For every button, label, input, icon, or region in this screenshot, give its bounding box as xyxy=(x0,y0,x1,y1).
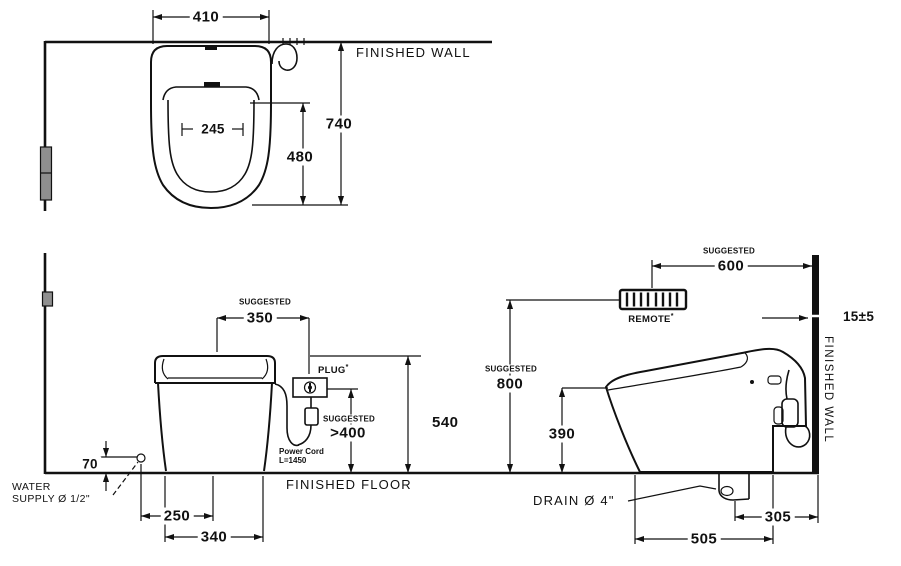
finished-wall-side-label: FINISHED WALL xyxy=(822,336,834,444)
water-supply-point xyxy=(136,453,146,463)
suggested-600-label: SUGGESTED xyxy=(699,246,759,256)
dim-245 xyxy=(181,123,244,136)
dim-label-305: 305 xyxy=(761,508,795,526)
plug-symbol xyxy=(292,377,328,398)
lid-latch-mark xyxy=(204,82,220,87)
power-cord xyxy=(274,383,319,447)
wall-hatch-marks xyxy=(282,38,305,45)
power-cord-line2: L=1450 xyxy=(279,456,307,465)
suggested-400-label: SUGGESTED xyxy=(319,414,379,424)
dim-label-540: 540 xyxy=(432,414,459,431)
power-cord-label: Power Cord L=1450 xyxy=(279,447,324,465)
drain-label: DRAIN Ø 4" xyxy=(533,493,615,508)
toilet-side-outline xyxy=(604,347,808,473)
dim-label-350: 350 xyxy=(243,309,277,327)
dim-label-400: >400 xyxy=(327,424,369,442)
dim-label-505: 505 xyxy=(687,530,721,548)
suggested-350-label: SUGGESTED xyxy=(235,297,295,307)
plug-label-text: PLUG xyxy=(318,365,346,377)
suggested-800-label: SUGGESTED xyxy=(481,364,541,374)
wall-box-symbol xyxy=(41,291,54,307)
tank-hinge-mark xyxy=(205,46,217,50)
dim-70 xyxy=(100,441,137,491)
remote-note-mark: * xyxy=(670,312,674,320)
finished-floor-label: FINISHED FLOOR xyxy=(286,477,412,492)
toilet-plan-outline xyxy=(150,45,272,210)
dim-label-740: 740 xyxy=(322,115,356,133)
drain-symbol xyxy=(718,473,750,501)
remote-symbol xyxy=(506,288,688,311)
toilet-front-outline xyxy=(154,355,276,472)
finished-wall-top-label: FINISHED WALL xyxy=(356,45,471,60)
water-supply-leader xyxy=(112,461,139,496)
water-supply-label: WATER SUPPLY Ø 1/2" xyxy=(12,481,90,505)
dim-label-250: 250 xyxy=(160,507,194,525)
supply-hose xyxy=(271,43,298,71)
front-view xyxy=(41,253,819,542)
supply-valve-symbol xyxy=(39,146,53,201)
plug-label: PLUG* xyxy=(318,364,349,376)
top-view xyxy=(39,10,492,211)
dim-label-480: 480 xyxy=(283,148,317,166)
dim-label-wall-gap: 15±5 xyxy=(843,309,875,324)
remote-label: REMOTE* xyxy=(628,313,673,325)
toilet-plan-seat-inner xyxy=(167,99,255,193)
dim-label-800: 800 xyxy=(493,375,527,393)
water-supply-line2: SUPPLY Ø 1/2" xyxy=(12,492,90,505)
toilet-plan-lid-edge xyxy=(162,86,260,101)
drain-leader xyxy=(627,485,717,502)
dim-label-410: 410 xyxy=(189,8,223,26)
remote-label-text: REMOTE xyxy=(628,314,671,326)
dim-540 xyxy=(310,355,421,473)
power-cord-line1: Power Cord xyxy=(279,447,324,456)
dim-label-340: 340 xyxy=(197,528,231,546)
water-supply-line1: WATER xyxy=(12,481,51,493)
dim-label-70: 70 xyxy=(79,456,101,472)
side-power-cord xyxy=(773,369,811,448)
wall-bar-right xyxy=(812,255,819,473)
dim-label-600: 600 xyxy=(714,257,748,275)
dim-label-390: 390 xyxy=(545,425,579,443)
plug-note-mark: * xyxy=(345,364,349,371)
dim-label-245: 245 xyxy=(198,121,228,137)
